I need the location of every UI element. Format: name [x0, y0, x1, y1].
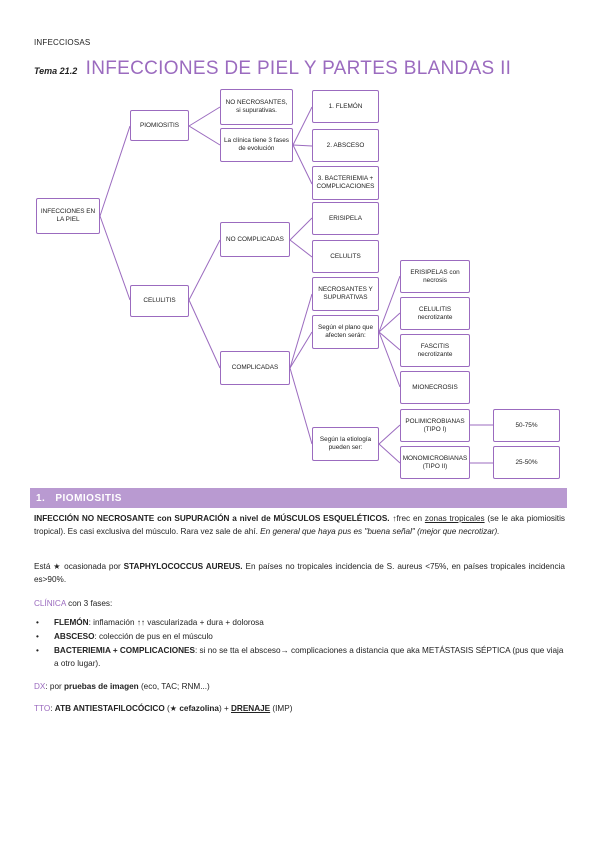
phase-name: BACTERIEMIA + COMPLICACIONES	[54, 646, 195, 655]
etiology-text: Está ★ ocasionada por	[34, 562, 124, 571]
connector	[99, 215, 131, 301]
connector	[188, 299, 221, 369]
section-title: PIOMIOSITIS	[55, 492, 122, 504]
node-fascitis-necrotizante: FASCITIS necrotizante	[400, 334, 470, 367]
course-header: INFECCIOSAS	[34, 38, 91, 47]
dx-text-2: (eco, TAC; RNM...)	[138, 682, 210, 691]
connector	[289, 239, 313, 258]
node-piomiositis: PIOMIOSITIS	[130, 110, 189, 141]
tto-line: TTO: ATB ANTIESTAFILOCÓCICO (★ cefazolin…	[34, 702, 565, 715]
tto-drenaje: DRENAJE	[231, 704, 271, 713]
node-segun-etiologia: Según la etiología pueden ser:	[312, 427, 379, 461]
node-pct-mono: 25-50%	[493, 446, 560, 479]
section-header: 1. PIOMIOSITIS	[30, 488, 567, 508]
node-celulitis: CELULITIS	[130, 285, 189, 317]
dx-label: DX	[34, 682, 46, 691]
node-bacteriemia: 3. BACTERIEMIA + COMPLICACIONES	[312, 166, 379, 200]
node-no-complicadas: NO COMPLICADAS	[220, 222, 290, 257]
tto-text-4: (IMP)	[270, 704, 293, 713]
phase-text: : inflamación ↑↑ vascularizada + dura + …	[88, 618, 264, 627]
clinica-label: CLÍNICA	[34, 599, 66, 608]
node-absceso: 2. ABSCESO	[312, 129, 379, 162]
phase-name: FLEMÓN	[54, 618, 89, 627]
clinica-line: CLÍNICA con 3 fases:	[34, 597, 565, 610]
dx-line: DX: por pruebas de imagen (eco, TAC; RNM…	[34, 680, 565, 693]
connector	[99, 125, 131, 217]
tto-text-2: (★	[164, 704, 180, 713]
staphylococcus: STAPHYLOCOCCUS AUREUS.	[123, 562, 243, 571]
node-erisipelas-necrosis: ERISIPELAS con necrosis	[400, 260, 470, 293]
clinica-phases-list: FLEMÓN: inflamación ↑↑ vascularizada + d…	[34, 616, 565, 671]
definition-bold: INFECCIÓN NO NECROSANTE con SUPURACIÓN a…	[34, 514, 390, 523]
diagram-connectors	[99, 106, 493, 464]
definition-note: En general que haya pus es "buena señal"…	[260, 527, 500, 536]
connector	[378, 331, 401, 351]
node-segun-plano: Según el plano que afecten serán:	[312, 315, 379, 349]
etiology-text-2: En países no tropicales incidencia de S.…	[34, 562, 565, 584]
tto-atb: ATB ANTIESTAFILOCÓCICO	[54, 704, 165, 713]
node-mionecrosis: MIONECROSIS	[400, 371, 470, 404]
dx-text: : por	[45, 682, 65, 691]
node-clinica-fases: La clínica tiene 3 fases de evolución	[220, 128, 293, 162]
paragraph-definition: INFECCIÓN NO NECROSANTE con SUPURACIÓN a…	[34, 512, 565, 538]
connector	[378, 331, 401, 388]
list-item: FLEMÓN: inflamación ↑↑ vascularizada + d…	[34, 616, 565, 629]
list-item: BACTERIEMIA + COMPLICACIONES: si no se t…	[34, 644, 565, 670]
tto-label: TTO	[34, 704, 51, 713]
connector	[188, 106, 221, 127]
connector	[289, 217, 313, 241]
phase-name: ABSCESO	[54, 632, 95, 641]
list-item: ABSCESO: colección de pus en el músculo	[34, 630, 565, 643]
connector	[289, 331, 313, 369]
connector	[378, 443, 401, 464]
node-infecciones-piel: INFECCIONES EN LA PIEL	[36, 198, 100, 234]
connector	[188, 239, 221, 301]
node-pct-poli: 50-75%	[493, 409, 560, 442]
tema-label: Tema 21.2	[34, 66, 78, 76]
node-celulitis-no-complicada: CELULITS	[312, 240, 379, 273]
dx-imaging: pruebas de imagen	[64, 682, 139, 691]
paragraph-etiology: Está ★ ocasionada por STAPHYLOCOCCUS AUR…	[34, 560, 565, 586]
node-celulitis-necrotizante: CELULITIS necrotizante	[400, 297, 470, 330]
node-erisipela: ERISIPELA	[312, 202, 379, 235]
tto-text: :	[50, 704, 55, 713]
connector	[289, 367, 313, 445]
connector	[292, 144, 313, 147]
connector	[378, 312, 401, 333]
connector	[378, 424, 401, 445]
tropical-zones: zonas tropicales	[424, 514, 485, 523]
node-complicadas: COMPLICADAS	[220, 351, 290, 385]
phase-text: : si no se tta el absceso→ complicacione…	[54, 646, 564, 668]
phase-text: : colección de pus en el músculo	[94, 632, 213, 641]
clinica-rest: con 3 fases:	[65, 599, 113, 608]
page-title: Tema 21.2 INFECCIONES DE PIEL Y PARTES B…	[34, 58, 511, 80]
connector	[188, 125, 221, 146]
tto-text-3: ) +	[218, 704, 231, 713]
node-polimicrobianas: POLIMICROBIANAS (TIPO I)	[400, 409, 470, 442]
tto-cefazolina: cefazolina	[179, 704, 219, 713]
node-flemon: 1. FLEMÓN	[312, 90, 379, 123]
connector	[292, 106, 313, 146]
node-necrosantes-supurativas: NECROSANTES Y SUPURATIVAS	[312, 277, 379, 311]
section-number: 1.	[36, 492, 46, 504]
connector	[378, 275, 401, 333]
definition-text-2: (se le aka piomiositis tropical). Es cas…	[34, 514, 565, 536]
connector	[289, 293, 313, 369]
node-monomicrobianas: MONOMICROBIANAS (TIPO II)	[400, 446, 470, 479]
node-no-necrosantes: NO NECROSANTES, si supurativas.	[220, 89, 293, 125]
connector	[292, 144, 313, 185]
definition-text: ↑frec en	[389, 514, 425, 523]
title-main: INFECCIONES DE PIEL Y PARTES BLANDAS II	[85, 58, 512, 79]
